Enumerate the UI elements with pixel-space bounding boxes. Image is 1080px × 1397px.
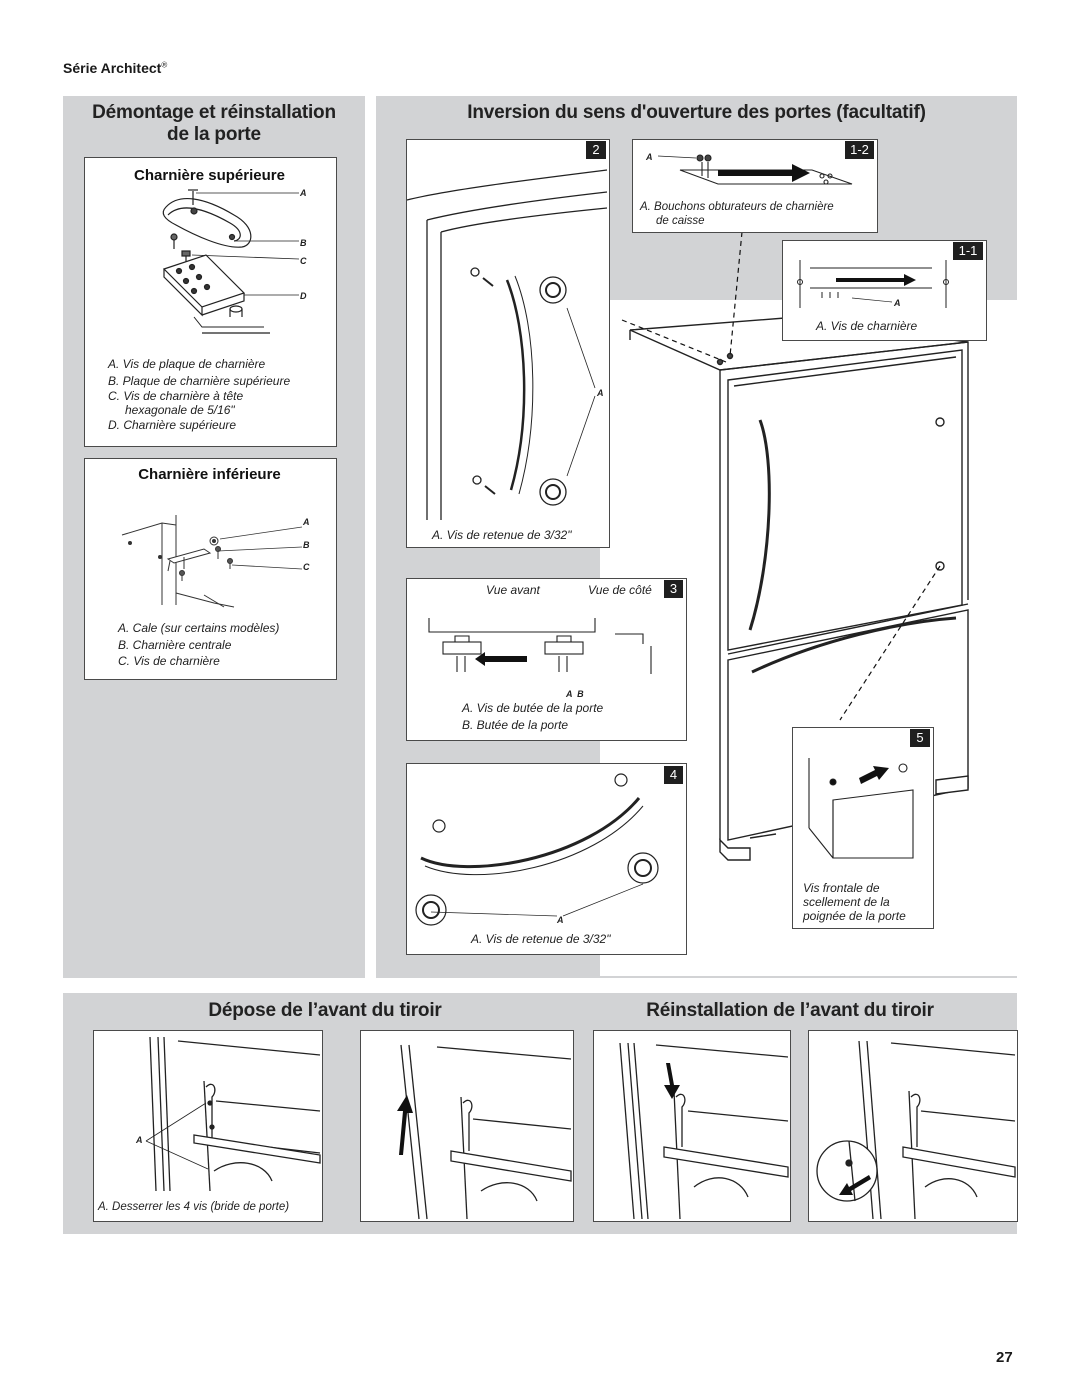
drawer-fig-1-callout-a: A bbox=[136, 1135, 143, 1145]
series-name: Série Architect bbox=[63, 60, 162, 76]
legend-item: C. Vis de charnière bbox=[118, 654, 220, 668]
upper-hinge-title: Charnière supérieure bbox=[134, 167, 285, 184]
series-label: Série Architect® bbox=[63, 60, 167, 76]
door-removal-title: Démontage et réinstallation de la porte bbox=[63, 102, 365, 146]
step5-caption: Vis frontale de scellement de la poignée… bbox=[803, 881, 931, 923]
step2-number: 2 bbox=[586, 141, 606, 159]
drawer-fig-3-illustration bbox=[619, 1042, 789, 1220]
step1-1-box bbox=[782, 240, 987, 341]
step4-caption: A. Vis de retenue de 3/32" bbox=[471, 932, 611, 946]
legend-item: hexagonale de 5/16" bbox=[125, 403, 235, 417]
step2-caption: A. Vis de retenue de 3/32" bbox=[432, 528, 572, 542]
drawer-reinstall-title: Réinstallation de l’avant du tiroir bbox=[646, 1000, 934, 1021]
registered-mark: ® bbox=[161, 60, 168, 70]
step1-2-callout-a: A bbox=[646, 152, 653, 162]
upper-hinge-callout-c: C bbox=[300, 256, 307, 266]
step3-illustration bbox=[428, 618, 652, 674]
legend-item: C. Vis de charnière à tête bbox=[108, 389, 244, 403]
step1-2-caption: A. Bouchons obturateurs de charnière de … bbox=[640, 200, 872, 228]
drawer-fig-1-illustration bbox=[145, 1036, 321, 1192]
step2-box bbox=[406, 139, 610, 548]
step4-illustration bbox=[415, 773, 659, 926]
step5-caption-line3: poignée de la porte bbox=[803, 909, 906, 923]
step3-number: 3 bbox=[664, 580, 683, 598]
step1-1-caption: A. Vis de charnière bbox=[816, 319, 918, 333]
step5-illustration bbox=[808, 758, 914, 859]
drawer-fig-1-caption: A. Desserrer les 4 vis (bride de porte) bbox=[98, 1201, 290, 1213]
upper-hinge-callout-a: A bbox=[300, 188, 307, 198]
step4-callout-a: A bbox=[557, 915, 564, 925]
upper-hinge-illustration bbox=[162, 189, 300, 334]
step1-1-callout-a: A bbox=[894, 298, 901, 308]
step5-caption-line1: Vis frontale de bbox=[803, 881, 880, 895]
lower-hinge-box bbox=[84, 458, 337, 680]
door-removal-title-line1: Démontage et réinstallation bbox=[92, 102, 336, 123]
step1-2-illustration bbox=[657, 154, 853, 185]
page-number: 27 bbox=[996, 1349, 1013, 1366]
legend-item: D. Charnière supérieure bbox=[108, 418, 237, 432]
step5-number: 5 bbox=[910, 729, 930, 747]
door-removal-title-line2: de la porte bbox=[167, 124, 261, 145]
step5-box bbox=[792, 727, 934, 929]
step4-number: 4 bbox=[664, 766, 683, 784]
step2-callout-a: A bbox=[597, 388, 604, 398]
step1-2-caption-line1: A. Bouchons obturateurs de charnière bbox=[640, 201, 834, 213]
lower-hinge-title: Charnière inférieure bbox=[138, 466, 281, 483]
lower-hinge-callout-c: C bbox=[303, 562, 310, 572]
legend-item: B. Plaque de charnière supérieure bbox=[108, 373, 291, 388]
step3-box bbox=[406, 578, 687, 741]
step5-caption-line2: scellement de la bbox=[803, 895, 890, 909]
lower-hinge-illustration bbox=[121, 515, 303, 608]
lower-hinge-legend: A. Cale (sur certains modèles) B. Charni… bbox=[118, 620, 332, 670]
step1-2-box bbox=[632, 139, 878, 233]
drawer-fig-4-illustration bbox=[816, 1040, 1016, 1220]
step1-2-number: 1-2 bbox=[845, 141, 874, 159]
step3-view-front: Vue avant bbox=[486, 583, 540, 597]
step4-box bbox=[406, 763, 687, 955]
step1-1-illustration bbox=[797, 260, 949, 308]
lower-hinge-callout-b: B bbox=[303, 540, 310, 550]
step3-caption-line1: A. Vis de butée de la porte bbox=[462, 701, 604, 715]
upper-hinge-callout-b: B bbox=[300, 238, 307, 248]
step1-1-number: 1-1 bbox=[953, 242, 983, 260]
legend-item: A. Vis de plaque de charnière bbox=[108, 357, 266, 371]
drawer-fig-2-illustration bbox=[397, 1044, 572, 1220]
step3-callouts: A B bbox=[566, 689, 584, 699]
step3-caption: A. Vis de butée de la porte B. Butée de … bbox=[462, 700, 682, 733]
upper-hinge-legend: A. Vis de plaque de charnière B. Plaque … bbox=[108, 356, 332, 434]
step1-2-caption-line2: de caisse bbox=[656, 215, 705, 227]
step3-caption-line2: B. Butée de la porte bbox=[462, 717, 569, 732]
drawer-removal-title: Dépose de l’avant du tiroir bbox=[208, 1000, 442, 1021]
drawer-fig-1 bbox=[93, 1030, 323, 1222]
door-reversal-title: Inversion du sens d'ouverture des portes… bbox=[467, 102, 926, 123]
step2-illustration bbox=[406, 169, 608, 520]
lower-hinge-callout-a: A bbox=[303, 517, 310, 527]
legend-item: B. Charnière centrale bbox=[118, 637, 232, 652]
legend-item: A. Cale (sur certains modèles) bbox=[118, 621, 280, 635]
upper-hinge-callout-d: D bbox=[300, 291, 307, 301]
step3-view-side: Vue de côté bbox=[588, 583, 652, 597]
